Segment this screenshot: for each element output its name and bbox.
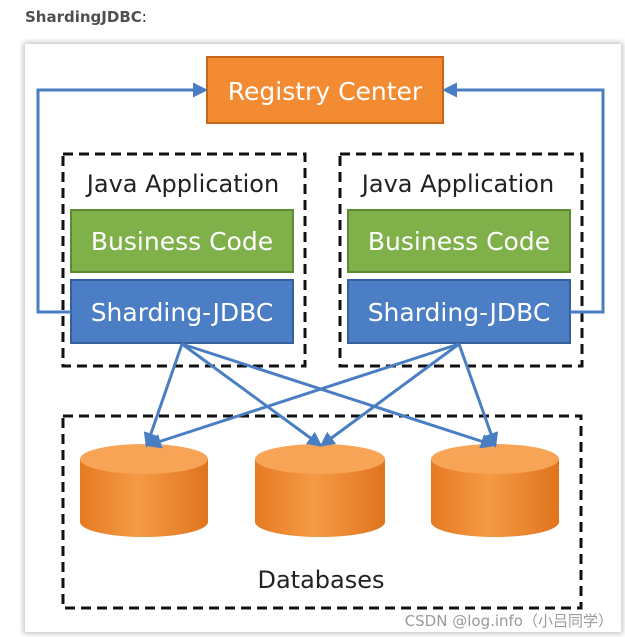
sharding-jdbc-left-box: Sharding-JDBC (70, 279, 294, 344)
registry-connector-left (36, 82, 208, 314)
architecture-figure: Registry Center Java Application Busines… (25, 44, 621, 632)
java-app-right-title: Java Application (360, 170, 554, 198)
sharding-jdbc-right-label: Sharding-JDBC (368, 298, 551, 327)
java-app-left-title: Java Application (85, 170, 279, 198)
arrow-right-to-db1 (146, 342, 460, 449)
architecture-diagram: Registry Center Java Application Busines… (36, 56, 605, 610)
arrow-left-to-db2 (181, 342, 323, 447)
database-cylinder-3 (431, 444, 559, 537)
registry-center-label: Registry Center (228, 77, 423, 106)
business-code-right-label: Business Code (368, 227, 550, 256)
database-cylinder-2 (255, 444, 385, 537)
sharding-jdbc-right-box: Sharding-JDBC (347, 279, 571, 344)
csdn-watermark: CSDN @log.info（小吕同学） (404, 612, 613, 630)
registry-connector-right (442, 82, 605, 314)
sharding-to-db-arrows (143, 342, 499, 449)
arrow-right-to-db3 (457, 343, 499, 448)
sharding-jdbc-left-label: Sharding-JDBC (91, 298, 274, 327)
heading-title: ShardingJDBC (25, 8, 142, 26)
java-app-right-container (338, 152, 584, 368)
business-code-right-box: Business Code (347, 209, 571, 273)
registry-center-box: Registry Center (206, 56, 444, 124)
database-cylinder-1 (80, 444, 208, 537)
databases-label: Databases (257, 566, 384, 594)
section-heading: ShardingJDBC: (25, 8, 147, 26)
arrow-left-to-db1 (143, 343, 184, 448)
heading-colon: : (141, 8, 147, 26)
business-code-left-label: Business Code (91, 227, 273, 256)
java-app-left-container (61, 152, 307, 368)
arrow-right-to-db2 (319, 342, 460, 447)
databases-container (61, 414, 583, 610)
business-code-left-box: Business Code (70, 209, 294, 273)
arrow-left-to-db3 (181, 342, 496, 449)
